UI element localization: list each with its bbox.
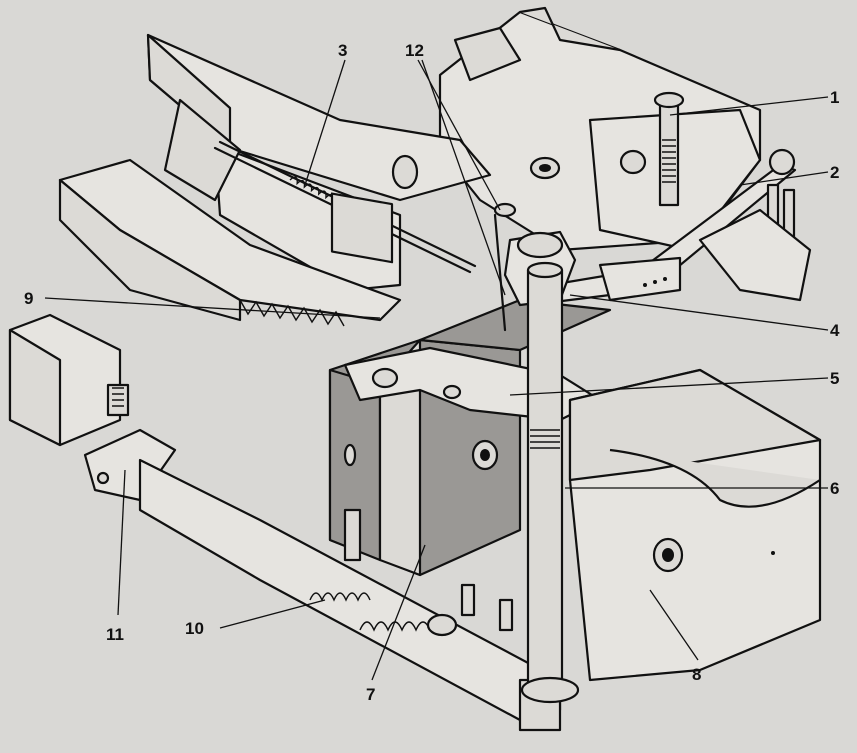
leader-11 [117,469,126,616]
leader-8 [649,589,699,661]
callout-4: 4 [830,321,840,340]
callout-8: 8 [692,665,701,684]
callout-5: 5 [830,369,839,388]
callout-7: 7 [366,685,375,704]
leader-4 [569,294,829,331]
main-front-block [460,368,822,682]
central-carrier-block [328,298,612,577]
callout-6: 6 [830,479,839,498]
leader-2 [739,171,829,186]
rear-housing-block [438,6,762,252]
leader-12b [421,59,506,296]
leader-9 [44,297,381,319]
callout-3: 3 [338,41,347,60]
spring-rod-assembly [213,140,477,274]
adjusting-screw [653,91,685,207]
right-spring-pins [698,183,812,302]
callout-9: 9 [24,289,33,308]
callout-labels: 1 2 3 4 5 6 7 8 9 10 11 12 [24,41,840,704]
leader-5 [509,377,829,396]
leader-10 [219,599,326,629]
callout-12: 12 [405,41,424,60]
leader-1 [669,96,829,116]
leader-7 [371,544,426,681]
leader-12a [417,59,501,211]
leader-lines [44,59,829,681]
callout-11: 11 [106,625,124,644]
callout-10: 10 [185,619,204,638]
left-lever-block [8,313,177,502]
callout-2: 2 [830,163,839,182]
callout-1: 1 [830,88,839,107]
vertical-shaft [520,261,580,704]
leader-3 [304,59,346,186]
